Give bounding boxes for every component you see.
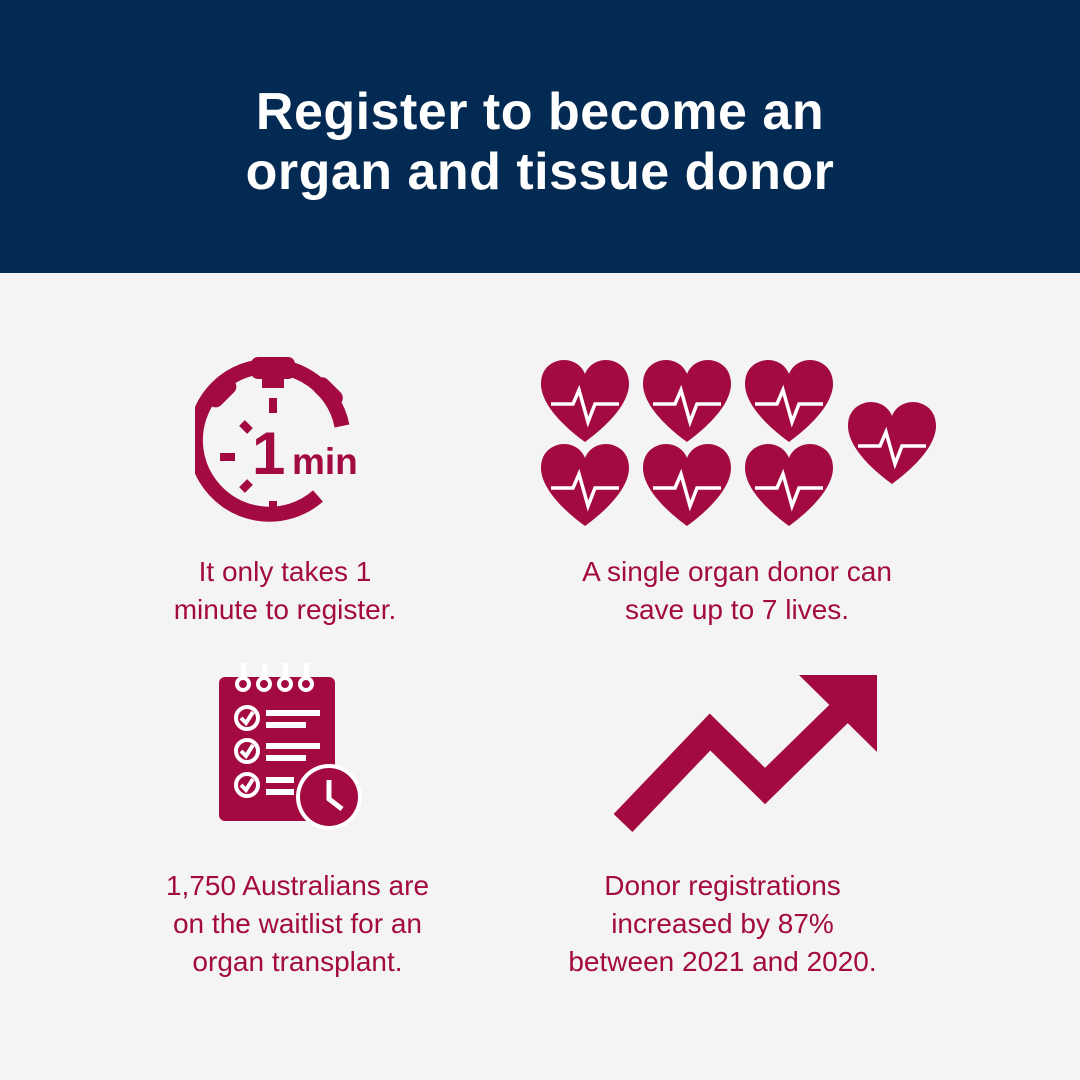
hearts-icon <box>539 358 938 528</box>
caption-line: increased by 87% <box>611 908 834 939</box>
checklist-clock-icon <box>219 663 362 830</box>
stat-caption-lives-saved: A single organ donor can save up to 7 li… <box>537 553 937 629</box>
title-line-2: organ and tissue donor <box>245 143 835 201</box>
stat-caption-registrations-increase: Donor registrations increased by 87% bet… <box>525 867 920 981</box>
header-banner <box>0 0 1080 273</box>
caption-line: It only takes 1 <box>198 556 372 587</box>
trend-up-arrow-icon <box>613 675 877 832</box>
caption-line: minute to register. <box>173 594 397 625</box>
page-title: Register to become an organ and tissue d… <box>0 82 1080 202</box>
caption-line: on the waitlist for an <box>172 908 423 939</box>
caption-line: between 2021 and 2020. <box>568 946 877 977</box>
stat-caption-waitlist: 1,750 Australians are on the waitlist fo… <box>120 867 475 981</box>
title-line-1: Register to become an <box>255 83 825 141</box>
stopwatch-number: 1 <box>252 420 285 487</box>
caption-line: organ transplant. <box>192 946 403 977</box>
caption-line: A single organ donor can <box>582 556 892 587</box>
caption-line: Donor registrations <box>604 870 841 901</box>
stopwatch-unit: min <box>292 441 358 482</box>
stopwatch-icon: 1 min <box>195 357 358 522</box>
caption-line: 1,750 Australians are <box>165 870 430 901</box>
stat-caption-register-time: It only takes 1 minute to register. <box>110 553 460 629</box>
caption-line: save up to 7 lives. <box>624 594 850 625</box>
